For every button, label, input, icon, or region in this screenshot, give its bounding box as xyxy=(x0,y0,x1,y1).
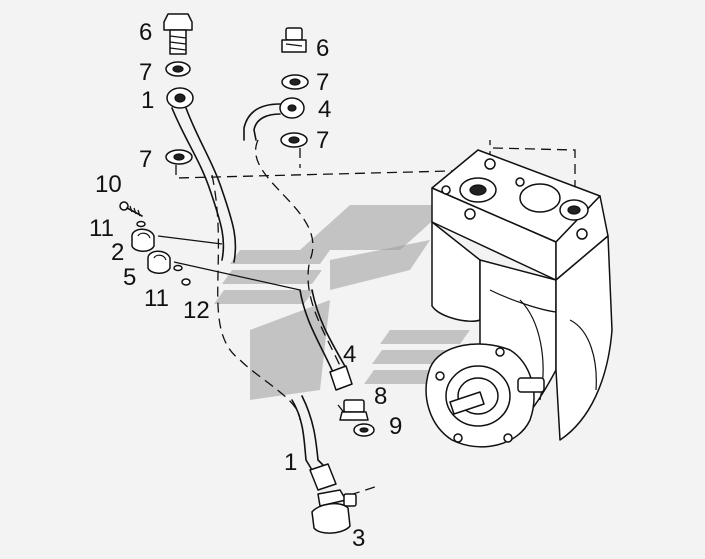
pipe-left xyxy=(171,107,237,263)
clamp-upper xyxy=(131,228,155,252)
clamp-nut xyxy=(181,278,191,286)
union-washer xyxy=(353,423,375,437)
banjo-fitting-right xyxy=(243,97,305,141)
air-compressor xyxy=(425,149,613,448)
clamp-screw xyxy=(119,201,143,217)
sealing-washer-right-bottom xyxy=(280,132,308,148)
sealing-washer-right-top xyxy=(281,74,309,90)
callout-7-right-top: 7 xyxy=(316,69,329,96)
callout-7-right-bottom: 7 xyxy=(316,127,329,154)
callout-11-top: 11 xyxy=(89,215,114,242)
banjo-fitting-pipe-left xyxy=(166,87,194,109)
clamp-washer-bottom xyxy=(173,264,183,272)
callout-6-left: 6 xyxy=(139,19,152,46)
clamp-lower xyxy=(147,250,171,274)
callout-10: 10 xyxy=(95,171,122,198)
callout-12: 12 xyxy=(183,297,210,324)
callout-7-left-bottom: 7 xyxy=(139,146,152,173)
pipe-lower xyxy=(291,395,337,491)
sealing-washer-left-top xyxy=(165,61,191,77)
callout-5: 5 xyxy=(123,264,136,291)
angle-fitting xyxy=(311,489,357,534)
callout-2: 2 xyxy=(111,239,124,266)
clamp-washer-top xyxy=(136,220,146,228)
callout-9: 9 xyxy=(389,413,402,440)
callout-8: 8 xyxy=(374,383,387,410)
pipe-lower-fitting xyxy=(299,289,353,391)
callout-4-lower: 4 xyxy=(343,341,356,368)
banjo-bolt-left xyxy=(163,13,193,55)
sealing-washer-left-bottom xyxy=(165,149,193,165)
clamp-leader-lines xyxy=(157,235,301,291)
callout-3: 3 xyxy=(352,525,365,552)
callout-11-bottom: 11 xyxy=(144,285,169,312)
banjo-bolt-right xyxy=(281,27,307,53)
callout-6-right: 6 xyxy=(316,35,329,62)
callout-1-pipe-left: 1 xyxy=(141,87,154,114)
union-fitting xyxy=(339,399,369,421)
callout-labels: 6 7 1 7 6 7 4 7 10 11 2 5 11 12 4 8 9 1 … xyxy=(89,19,402,552)
callout-1-pipe-lower: 1 xyxy=(284,449,297,476)
callout-7-left-top: 7 xyxy=(139,59,152,86)
callout-4-right: 4 xyxy=(318,96,331,123)
